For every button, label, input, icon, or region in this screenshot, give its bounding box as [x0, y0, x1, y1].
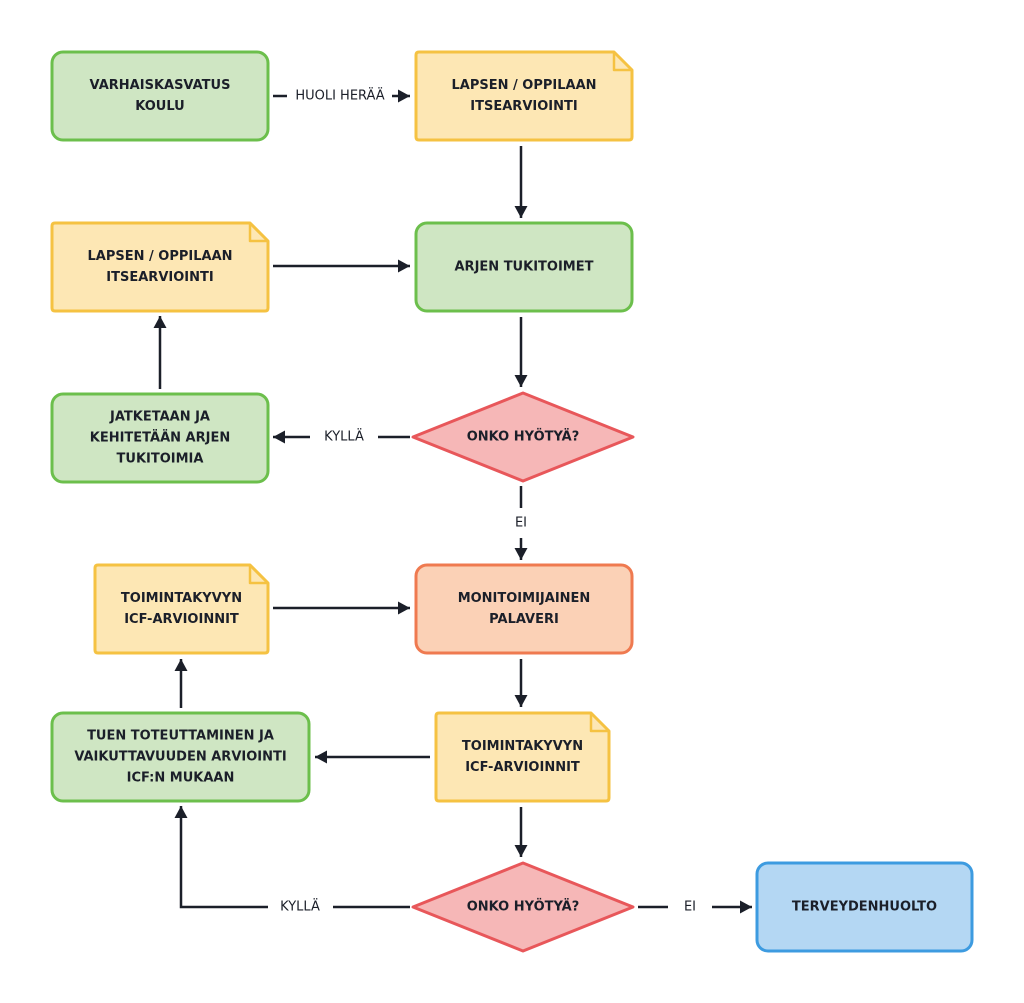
node-health: TERVEYDENHUOLTO: [755, 861, 974, 953]
edge-self-eval-2-to-support: [273, 259, 410, 273]
edge-decision-2-to-implement: [174, 806, 268, 909]
node-start: VARHAISKASVATUS KOULU: [50, 50, 270, 142]
process-box: [50, 50, 270, 142]
node-label-line: ONKO HYÖTYÄ?: [467, 429, 580, 445]
arrowhead-icon: [740, 900, 752, 914]
node-label-line: KEHITETÄÄN ARJEN: [90, 430, 230, 446]
edge-icf-1-to-meeting: [273, 601, 410, 615]
edge-decision-1-to-meeting: [514, 538, 528, 560]
edge-label-no-1: EI: [515, 516, 527, 531]
document-shape: [434, 711, 611, 803]
edge-start-to-self-eval: [392, 89, 410, 103]
edge-continue-to-self-eval-2: [153, 316, 167, 389]
edge-icf-2-to-implement: [315, 750, 430, 764]
node-label-line: ARJEN TUKITOIMET: [455, 260, 594, 275]
process-box: [50, 711, 311, 803]
node-label-line: TUKITOIMIA: [117, 452, 204, 467]
page-fold-icon: [248, 565, 268, 585]
node-label-line: ICF-ARVIOINNIT: [465, 760, 580, 775]
arrowhead-icon: [514, 695, 528, 707]
arrowhead-icon: [174, 659, 188, 671]
node-continue: JATKETAAN JA KEHITETÄÄN ARJEN TUKITOIMIA: [50, 392, 270, 484]
arrowhead-icon: [153, 316, 167, 328]
node-label-line: TOIMINTAKYVYN: [121, 591, 242, 606]
node-label-line: LAPSEN / OPPILAAN: [87, 249, 232, 264]
node-label-line: ICF-ARVIOINNIT: [124, 612, 239, 627]
node-label-line: ICF:N MUKAAN: [127, 771, 235, 786]
arrowhead-icon: [514, 845, 528, 857]
arrowhead-icon: [273, 430, 285, 444]
node-meeting: MONITOIMIJAINEN PALAVERI: [414, 563, 634, 655]
edge-decision-1-to-continue: [273, 430, 310, 444]
edge-meeting-to-icf-2: [514, 659, 528, 707]
arrowhead-icon: [174, 806, 188, 818]
edge-self-eval-to-support: [514, 146, 528, 218]
decision-diamond: [411, 861, 635, 953]
node-label-line: MONITOIMIJAINEN: [458, 591, 591, 606]
document-shape: [414, 50, 634, 142]
node-decision-2: ONKO HYÖTYÄ?: [411, 861, 635, 953]
page-fold-icon: [248, 223, 268, 243]
node-label-line: VARHAISKASVATUS: [90, 78, 231, 93]
node-label-line: TOIMINTAKYVYN: [462, 739, 583, 754]
edge-icf-2-to-decision-2: [514, 807, 528, 857]
node-implement: TUEN TOTEUTTAMINEN JA VAIKUTTAVUUDEN ARVI…: [50, 711, 311, 803]
node-support: ARJEN TUKITOIMET: [414, 221, 634, 313]
node-icf-1: TOIMINTAKYVYN ICF-ARVIOINNIT: [93, 563, 270, 655]
process-box: [50, 392, 270, 484]
decision-diamond: [411, 391, 635, 483]
node-decision-1: ONKO HYÖTYÄ?: [411, 391, 635, 483]
arrowhead-icon: [514, 375, 528, 387]
edge-support-to-decision-1: [514, 317, 528, 387]
node-label-line: ONKO HYÖTYÄ?: [467, 899, 580, 915]
node-label-line: ITSEARVIOINTI: [106, 270, 213, 285]
node-label-line: TUEN TOTEUTTAMINEN JA: [87, 729, 274, 744]
arrowhead-icon: [398, 259, 410, 273]
edge-labels: HUOLI HERÄÄ KYLLÄ EI KYLLÄ EI: [280, 88, 696, 915]
node-label-line: VAIKUTTAVUUDEN ARVIOINTI: [74, 750, 286, 765]
node-self-eval-2: LAPSEN / OPPILAAN ITSEARVIOINTI: [50, 221, 270, 313]
node-label-line: ITSEARVIOINTI: [470, 99, 577, 114]
edge-label-concern: HUOLI HERÄÄ: [295, 88, 384, 104]
node-label-line: JATKETAAN JA: [109, 410, 210, 425]
process-box: [755, 861, 974, 953]
node-label-line: LAPSEN / OPPILAAN: [451, 78, 596, 93]
page-fold-icon: [612, 52, 632, 72]
edge-label-yes-1: KYLLÄ: [324, 429, 364, 445]
arrowhead-icon: [398, 89, 410, 103]
arrowhead-icon: [514, 206, 528, 218]
process-box: [414, 221, 634, 313]
arrowhead-icon: [398, 601, 410, 615]
edge-label-no-2: EI: [684, 900, 696, 915]
node-label-line: KOULU: [135, 99, 184, 114]
process-box: [414, 563, 634, 655]
arrowhead-icon: [514, 548, 528, 560]
edge-label-yes-2: KYLLÄ: [280, 899, 320, 915]
arrowhead-icon: [315, 750, 327, 764]
node-self-eval-1: LAPSEN / OPPILAAN ITSEARVIOINTI: [414, 50, 634, 142]
node-label-line: PALAVERI: [489, 612, 559, 627]
edge-decision-2-to-health: [712, 900, 752, 914]
document-shape: [93, 563, 270, 655]
document-shape: [50, 221, 270, 313]
edge-implement-to-icf-1: [174, 659, 188, 708]
edges: [153, 89, 752, 914]
node-icf-2: TOIMINTAKYVYN ICF-ARVIOINNIT: [434, 711, 611, 803]
node-label-line: TERVEYDENHUOLTO: [792, 900, 937, 915]
nodes: VARHAISKASVATUS KOULU LAPSEN / OPPILAAN ITS…: [50, 50, 974, 953]
page-fold-icon: [589, 713, 609, 733]
